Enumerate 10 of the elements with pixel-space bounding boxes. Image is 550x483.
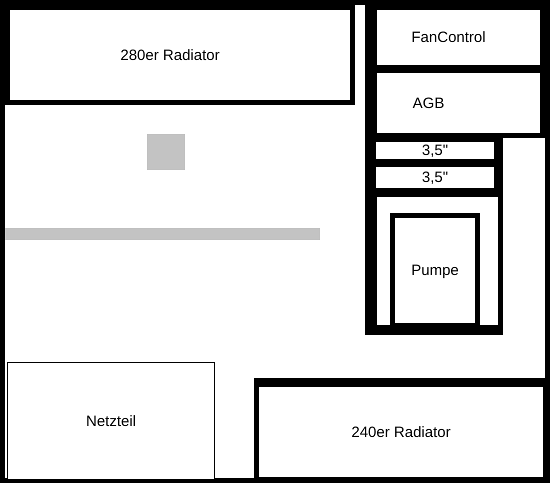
component-label: 240er Radiator bbox=[351, 424, 451, 440]
component-box bbox=[7, 362, 215, 480]
component-box bbox=[390, 213, 480, 328]
component-label: 280er Radiator bbox=[120, 46, 220, 64]
component-label: FanControl bbox=[411, 29, 486, 46]
component-label: 3,5" bbox=[422, 169, 448, 186]
component-label: Netzteil bbox=[86, 412, 136, 430]
component-label: Pumpe bbox=[411, 262, 459, 279]
component-label: AGB bbox=[412, 94, 444, 112]
component-label: 3,5" bbox=[422, 142, 448, 159]
